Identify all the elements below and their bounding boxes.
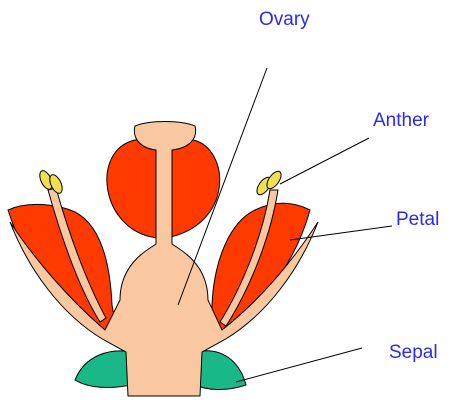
petal-center-left [107,140,162,238]
anther-leader-line [280,138,369,184]
petal-leader-line [290,226,392,240]
sepal-label: Sepal [389,343,438,362]
anther-right [254,169,284,197]
ovary-label: Ovary [259,10,310,29]
sepal-right [196,351,246,390]
petal-center-right [166,140,220,238]
anther-label: Anther [373,111,429,130]
sepal-leader-line [236,348,362,382]
petal-label: Petal [396,210,439,229]
